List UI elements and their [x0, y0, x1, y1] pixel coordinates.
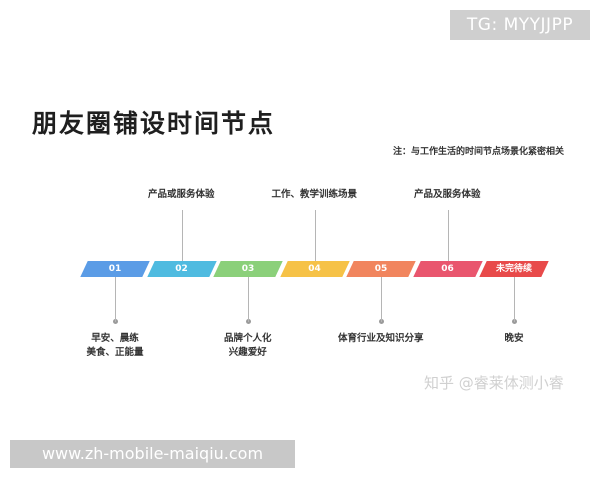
- timeline-step-label: 06: [441, 264, 454, 274]
- connector-line: [248, 277, 249, 322]
- timeline-step-label: 02: [175, 264, 188, 274]
- timeline-step-label: 04: [308, 264, 321, 274]
- connector-line: [514, 277, 515, 322]
- timeline-step-label: 05: [374, 264, 388, 274]
- caption-line: 产品及服务体验: [414, 189, 481, 200]
- step-caption: 产品及服务体验: [414, 188, 481, 202]
- caption-line: 美食、正能量: [86, 347, 144, 358]
- step-caption: 工作、教学训练场景: [272, 188, 358, 202]
- page-title: 朋友圈铺设时间节点: [32, 109, 276, 138]
- timeline-step-label: 01: [108, 264, 122, 274]
- caption-line: 晚安: [504, 333, 524, 344]
- connector-line: [447, 210, 449, 261]
- caption-line: 产品或服务体验: [148, 189, 215, 200]
- connector-line: [181, 210, 183, 261]
- caption-line: 品牌个人化: [224, 333, 272, 344]
- step-caption: 晚安: [505, 332, 524, 346]
- connector-line: [115, 277, 116, 322]
- zhihu-watermark: 知乎 @睿莱体测小睿: [424, 374, 564, 392]
- caption-line: 体育行业及知识分享: [338, 333, 424, 344]
- caption-line: 兴趣爱好: [228, 347, 267, 358]
- connector-line: [314, 210, 316, 261]
- bottom-url-banner: www.zh-mobile-maiqiu.com: [10, 440, 295, 468]
- note-text: 注：与工作生活的时间节点场景化紧密相关: [392, 147, 564, 157]
- top-watermark-badge: TG: MYYJJPP: [450, 10, 590, 40]
- caption-line: 早安、晨练: [91, 333, 139, 344]
- step-caption: 早安、晨练美食、正能量: [87, 332, 144, 360]
- step-caption: 体育行业及知识分享: [338, 332, 424, 346]
- step-caption: 产品或服务体验: [148, 188, 215, 202]
- timeline-step-label: 未完待续: [495, 264, 532, 274]
- caption-line: 工作、教学训练场景: [271, 189, 358, 200]
- connector-line: [381, 277, 382, 322]
- step-caption: 品牌个人化兴趣爱好: [224, 332, 272, 360]
- timeline-step-label: 03: [241, 264, 255, 274]
